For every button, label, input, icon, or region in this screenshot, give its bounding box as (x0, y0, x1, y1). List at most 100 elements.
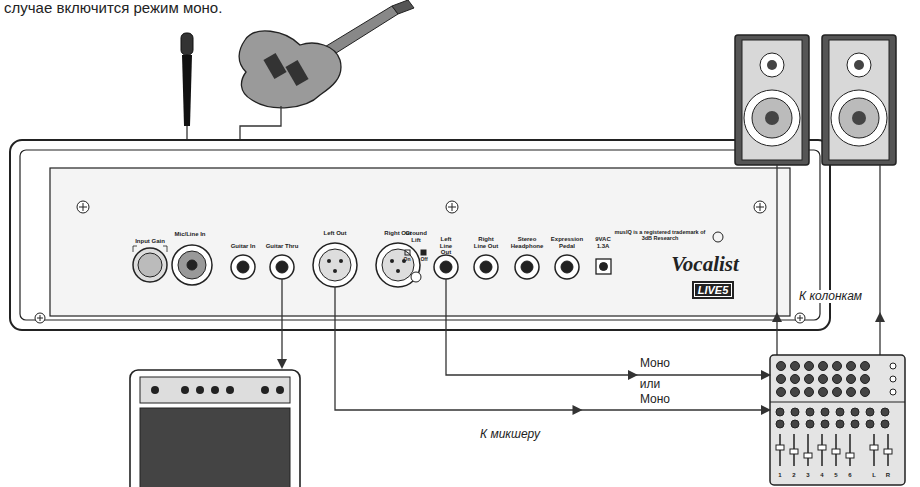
fader-cap (870, 445, 878, 450)
mixer-knob (851, 420, 859, 428)
mixer-body (770, 355, 905, 485)
mixer-knob (806, 408, 814, 416)
mixer-knob (791, 420, 799, 428)
panel-label: Input Gain (130, 238, 170, 245)
device-housing (10, 140, 830, 330)
jack (474, 255, 498, 279)
arrow-head (628, 370, 638, 380)
channel-number: R (883, 472, 893, 479)
knob (196, 386, 204, 394)
woofer-cap (765, 111, 779, 125)
gain-bracket (133, 246, 167, 252)
guitar-pickup (263, 53, 286, 79)
mixer-knob (881, 408, 889, 416)
jack (231, 255, 255, 279)
amp-control-panel (140, 377, 290, 403)
mixer-knob (866, 408, 874, 416)
panel-label: LIVE5 (692, 281, 734, 299)
panel-label: Guitar In (228, 243, 258, 250)
mixer-meter (890, 389, 896, 395)
jack (515, 255, 539, 279)
panel-label: Vocalist (660, 253, 750, 276)
housing-rim (20, 150, 820, 320)
mixer-console: 123456LR (770, 355, 905, 485)
jack-hole (521, 261, 533, 273)
woofer-cone (839, 98, 879, 138)
power-socket-hole (600, 263, 608, 271)
mixer-knob (791, 375, 800, 384)
mixer-knob (791, 362, 800, 371)
housing-outline (10, 140, 830, 330)
fader-slot (807, 434, 809, 466)
speakers (735, 35, 896, 355)
channel-number: 4 (817, 472, 827, 479)
mixer-knob (776, 420, 784, 428)
knob (226, 386, 234, 394)
knob (261, 386, 269, 394)
jack-hole (480, 261, 492, 273)
mixer-knob (819, 388, 828, 397)
thru-cable (281, 279, 282, 360)
power-socket (596, 259, 611, 274)
fader-cap (832, 449, 840, 454)
mixer-divider (770, 402, 905, 403)
mixer-knob (805, 362, 814, 371)
mixer-knob (777, 375, 786, 384)
caption-fragment: случае включится режим моно. (2, 0, 224, 17)
panel-label: On (401, 257, 413, 263)
mic-body (182, 55, 192, 126)
vocal-processor: Mic/Line InInput GainGuitar In Guitar Thr… (10, 140, 830, 330)
panel-label: Mic/Line In (165, 231, 215, 238)
fader-cap (884, 449, 892, 454)
mixer-knob (819, 375, 828, 384)
signal-cable (335, 330, 770, 410)
fader-cap (776, 445, 784, 450)
panel-label: Right Line Out (473, 236, 499, 249)
guitar-amp (130, 370, 300, 487)
knob (211, 386, 219, 394)
xlr-jack-inner (319, 249, 351, 281)
mixer-knob (881, 420, 889, 428)
mixer-knob (805, 375, 814, 384)
woofer (831, 90, 887, 146)
edge-label: Моно (638, 357, 672, 370)
mixer-knob (806, 420, 814, 428)
guitar-body (239, 31, 341, 108)
tweeter-dome (854, 60, 864, 70)
combo-jack-inner (178, 251, 206, 279)
jack-hole (440, 261, 452, 273)
pin (327, 259, 331, 263)
line-out-cable (445, 279, 446, 330)
pin (396, 269, 400, 273)
arrow-head (277, 359, 287, 369)
mixer-knob (819, 362, 828, 371)
xlr-cable (334, 287, 335, 330)
jacks (133, 232, 723, 287)
fader-cap (790, 449, 798, 454)
xlr-jack (313, 243, 357, 287)
gain-knob (133, 248, 167, 282)
panel-label: Guitar Thru (265, 243, 299, 250)
channel-number: 6 (845, 472, 855, 479)
arrow-head (772, 312, 782, 322)
guitar-headstock (392, 0, 414, 14)
pin (390, 259, 394, 263)
amp-cabinet (130, 370, 300, 487)
mixer-knob (836, 408, 844, 416)
panel-label: Off (418, 257, 430, 263)
xlr-jack-inner (382, 249, 414, 281)
mixer-knob (777, 388, 786, 397)
mixer-knob (833, 362, 842, 371)
amp-knobs (151, 386, 284, 394)
signal-note: К микшеру (478, 428, 542, 441)
mixer-knob (847, 388, 856, 397)
mixer-knob (821, 420, 829, 428)
tweeter (760, 53, 784, 77)
amp-grille (140, 408, 290, 487)
gain-knob-cap (138, 253, 162, 277)
panel-label: Ground Lift (405, 230, 427, 243)
mixer-knob (847, 362, 856, 371)
knob (181, 386, 189, 394)
mixer-knob (851, 408, 859, 416)
panel-label: Left Line Out (434, 236, 458, 256)
